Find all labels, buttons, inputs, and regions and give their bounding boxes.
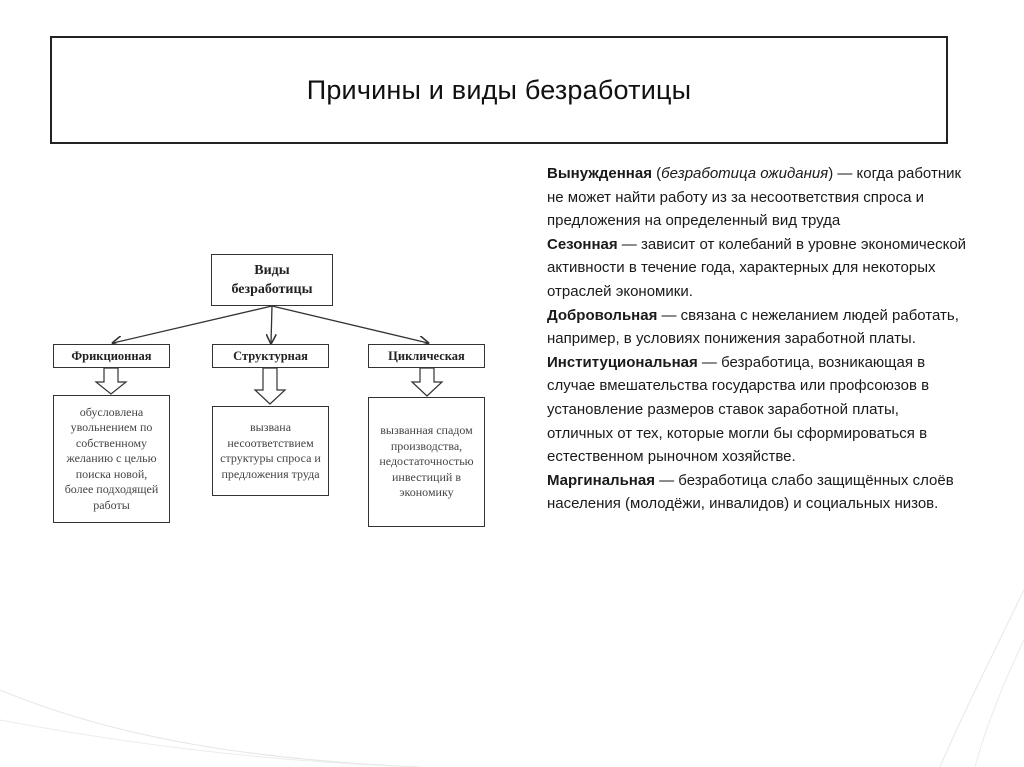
unemployment-types-list: Вынужденная (безработица ожидания) — ког… xyxy=(547,162,967,516)
description-text: обусловлена увольнением по собственному … xyxy=(64,404,159,512)
connector-line xyxy=(271,305,428,343)
description-text: вызвана несоответствием структуры спроса… xyxy=(220,420,321,481)
description-frictional: обусловлена увольнением по собственному … xyxy=(53,395,170,523)
type-seasonal: Сезонная — зависит от колебаний в уровне… xyxy=(547,233,967,304)
type-text: — безработица, возникающая в случае вмеш… xyxy=(547,353,930,466)
category-cyclical: Циклическая xyxy=(368,344,485,368)
type-marginal: Маргинальная — безработица слабо защищён… xyxy=(547,469,967,516)
type-text: — зависит от колебаний в уровне экономич… xyxy=(547,235,967,300)
description-structural: вызвана несоответствием структуры спроса… xyxy=(212,406,329,496)
type-text: — связана с нежеланием людей работать, н… xyxy=(547,306,959,348)
down-arrow-icon xyxy=(253,367,287,405)
type-term: Маргинальная xyxy=(547,471,655,489)
category-frictional: Фрикционная xyxy=(53,344,170,368)
type-institutional: Институциональная — безработица, возника… xyxy=(547,351,967,469)
description-cyclical: вызванная спадом производства, недостато… xyxy=(368,397,485,527)
type-text: — безработица слабо защищённых слоёв нас… xyxy=(547,471,954,513)
type-text: — когда работник не может найти работу и… xyxy=(547,165,962,230)
type-forced: Вынужденная (безработица ожидания) — ког… xyxy=(547,165,962,230)
connector-line xyxy=(271,305,272,343)
down-arrow-icon xyxy=(94,367,128,395)
slide-title: Причины и виды безработицы xyxy=(306,74,692,105)
title-box: Причины и виды безработицы xyxy=(50,36,948,144)
type-note: безработица ожидания xyxy=(661,165,829,182)
diagram-root-node: Виды безработицы xyxy=(211,254,333,306)
category-structural: Структурная xyxy=(212,344,329,368)
type-voluntary: Добровольная — связана с нежеланием люде… xyxy=(547,304,967,351)
description-text: вызванная спадом производства, недостато… xyxy=(379,423,474,500)
down-arrow-icon xyxy=(410,367,444,397)
connector-line xyxy=(113,305,273,343)
type-term: Сезонная xyxy=(547,235,618,253)
type-term: Вынужденная xyxy=(547,165,652,182)
type-term: Институциональная xyxy=(547,353,698,371)
type-term: Добровольная xyxy=(547,306,658,324)
